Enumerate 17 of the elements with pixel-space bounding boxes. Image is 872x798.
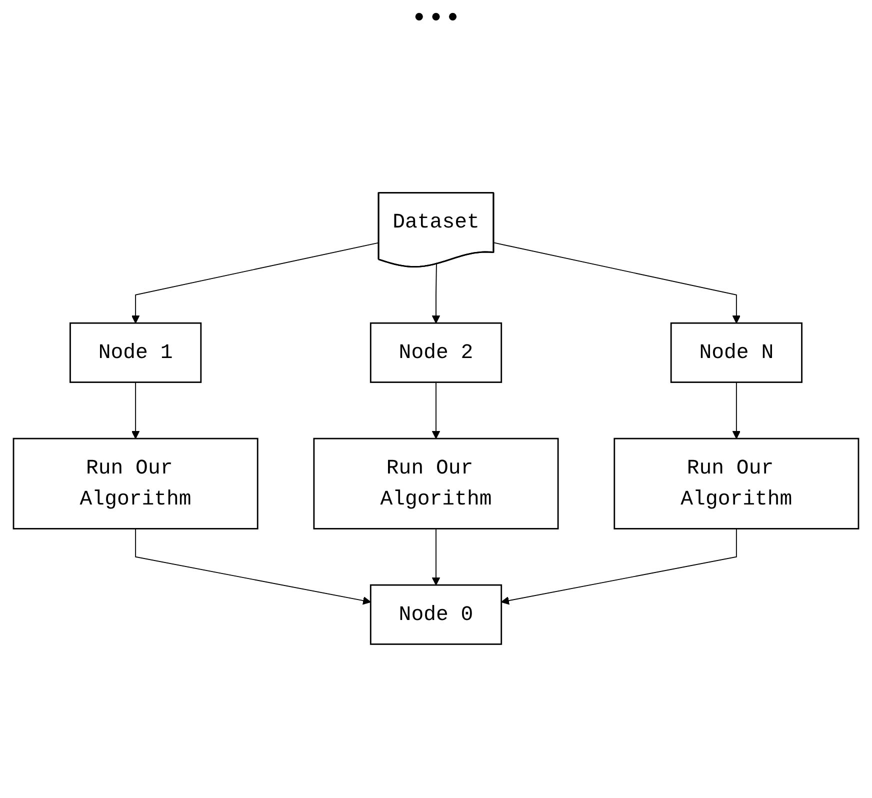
- node-box: Node 0: [370, 584, 502, 645]
- node-box: Run Our Algorithm: [614, 438, 860, 530]
- arrow: [732, 382, 741, 439]
- arrow: [131, 382, 140, 439]
- arrow: [500, 528, 737, 605]
- arrow: [493, 242, 741, 324]
- arrow: [432, 528, 440, 586]
- node-box: Node 2: [370, 322, 502, 383]
- node-box: Node 1: [70, 322, 202, 383]
- node-box: Node N: [670, 322, 802, 383]
- arrow: [432, 382, 440, 439]
- node-box: Run Our Algorithm: [313, 438, 559, 530]
- arrow: [131, 242, 380, 324]
- node-box: Run Our Algorithm: [12, 438, 258, 530]
- arrow: [135, 528, 372, 605]
- ellipsis-mark: •••: [410, 4, 462, 35]
- arrow: [432, 264, 440, 324]
